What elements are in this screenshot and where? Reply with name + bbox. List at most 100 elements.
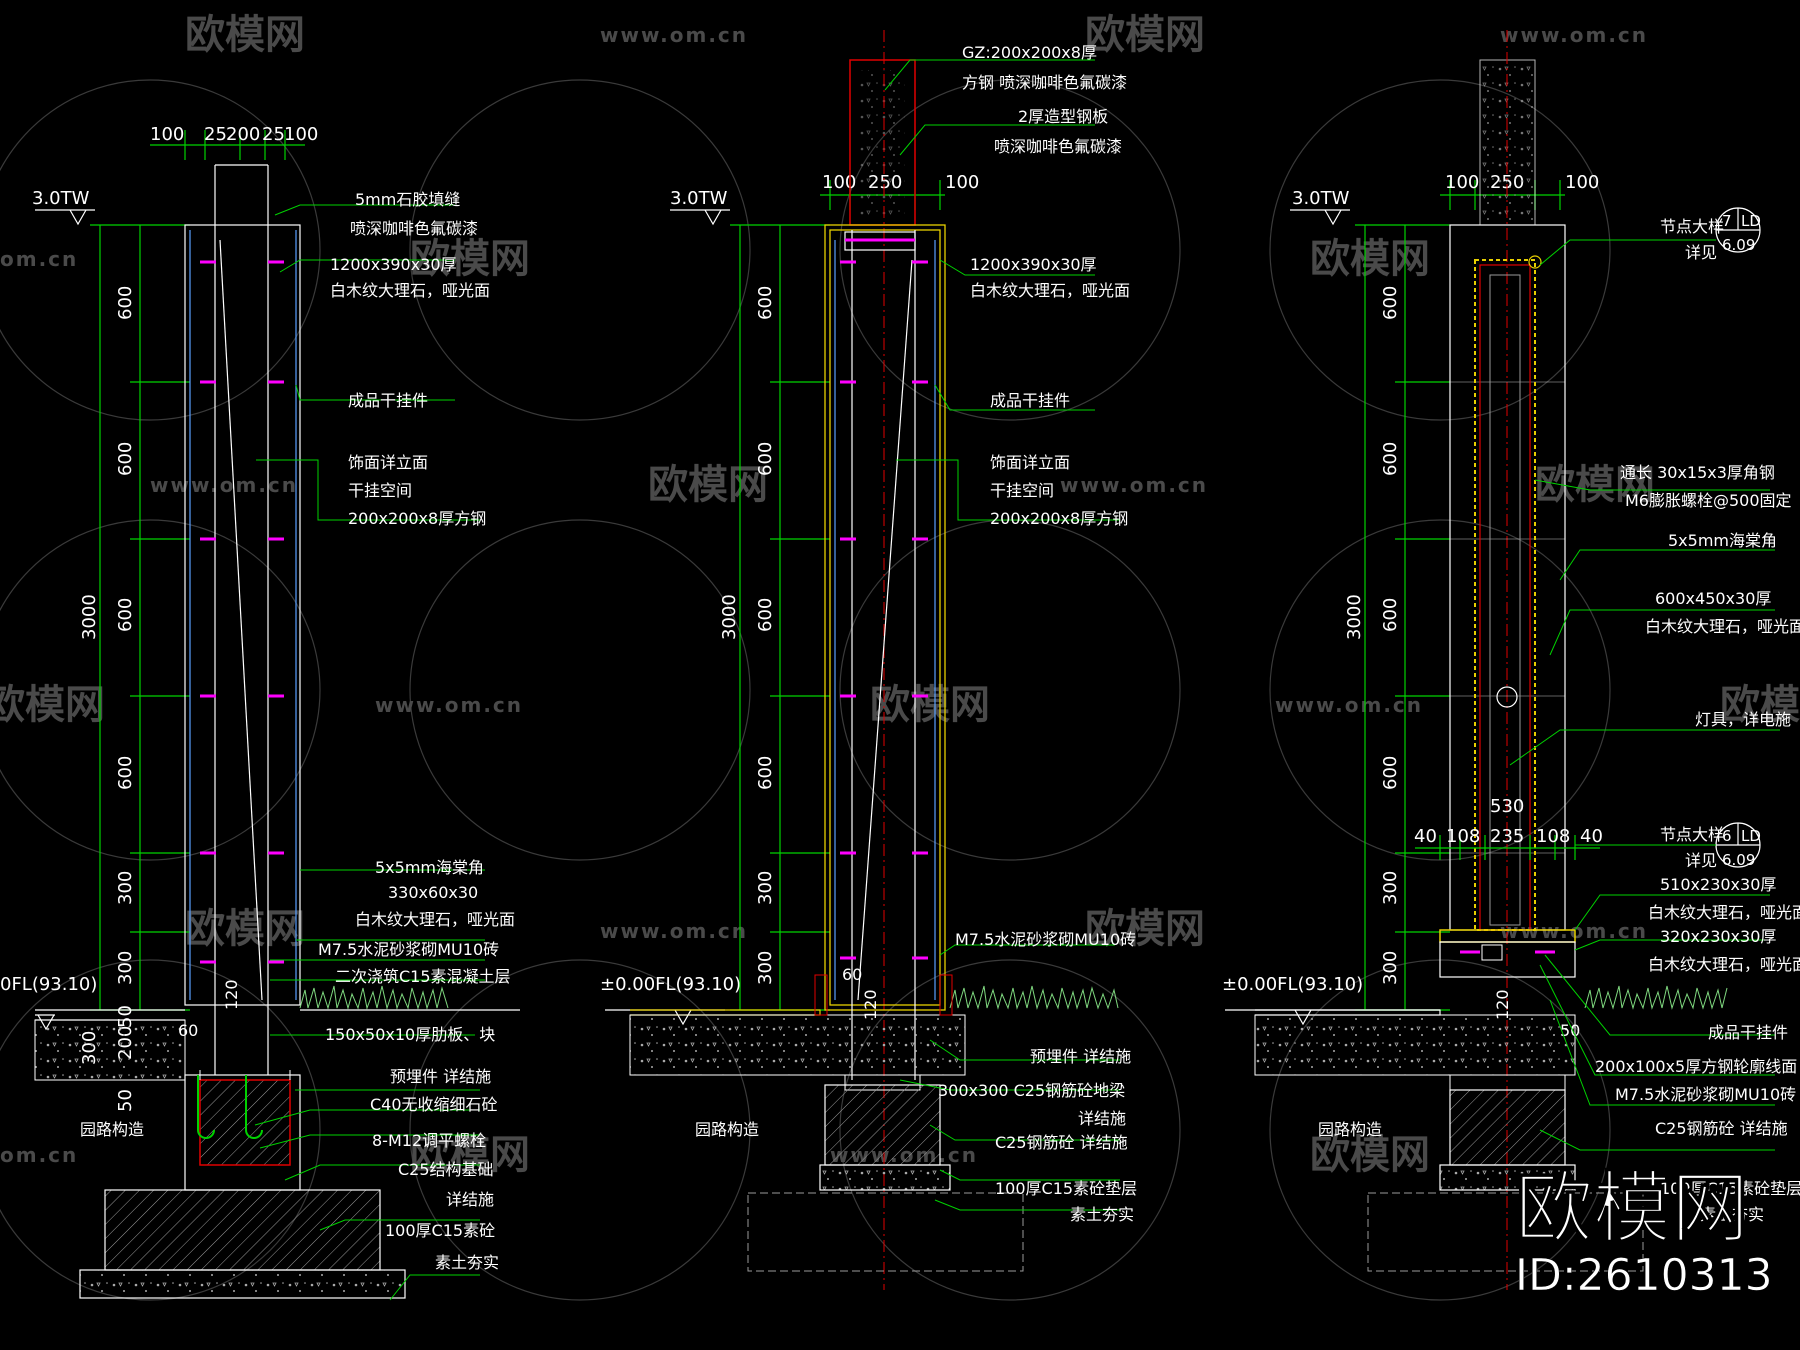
watermark-brand: 欧模网 (410, 1132, 530, 1178)
dim-40: 40 (1580, 826, 1603, 847)
label-cap1: 510x230x30厚 (1660, 875, 1776, 894)
label-rib: 150x50x10厚肋板、块 (325, 1025, 495, 1044)
top-level-label: 3.0TW (1292, 188, 1350, 209)
label-brick: M7.5水泥砂浆砌MU10砖 (955, 930, 1136, 949)
dim-total: 3000 (719, 594, 740, 640)
watermark-url: www.om.cn (1275, 693, 1423, 717)
label-soil: 素土夯实 (1700, 1205, 1764, 1224)
dim-120: 120 (222, 979, 241, 1010)
callout-6-num: 6 (1722, 827, 1732, 845)
dim-300: 300 (755, 871, 776, 905)
label-plate: 2厚造型钢板 (1018, 107, 1108, 126)
label-marble-finish: 白木纹大理石，哑光面 (970, 281, 1130, 300)
watermark-brand: 欧模网 (185, 12, 305, 58)
label-cap2: 320x230x30厚 (1660, 927, 1776, 946)
dim-120: 120 (1493, 989, 1512, 1020)
watermark-brand: 欧模网 (410, 236, 530, 282)
dim-50: 50 (1560, 1021, 1580, 1040)
watermark-url: om.cn (0, 247, 78, 271)
label-node7: 节点大样 (1660, 217, 1724, 236)
section-left: 3.0TW 0FL(93.10) 3000 600 600 600 600 30… (0, 124, 520, 1301)
dim-300: 300 (115, 871, 136, 905)
label-chamfer: 5x5mm海棠角 (1668, 531, 1777, 550)
watermark-brand: 欧模网 (1535, 462, 1655, 508)
watermark-url: www.om.cn (1060, 473, 1208, 497)
label-c25: C25钢筋砼 详结施 (995, 1133, 1128, 1152)
label-grout: C40无收缩细石砼 (370, 1095, 498, 1114)
label-node7-ref: 详见 (1685, 243, 1717, 262)
dim-300: 300 (1380, 871, 1401, 905)
dim-120: 120 (861, 989, 880, 1020)
label-beam-detail: 详结施 (1078, 1109, 1126, 1128)
dim-600: 600 (1380, 286, 1401, 320)
dim-235: 235 (1490, 826, 1524, 847)
callout-7-sheet: LD (1741, 212, 1761, 230)
dim-600: 600 (1380, 756, 1401, 790)
dim-300: 300 (755, 951, 776, 985)
ground-level-label: 0FL(93.10) (0, 974, 97, 995)
label-embed: 预埋件 详结施 (1030, 1047, 1131, 1066)
watermark-text-layer: 欧模网 欧模网 欧模网 欧模网 欧模网 欧模网 欧模网 欧模网 欧模网 欧模网 … (0, 12, 1800, 1178)
dim-total: 3000 (1344, 594, 1365, 640)
watermark-url: www.om.cn (150, 473, 298, 497)
label-cap-finish: 白木纹大理石，哑光面 (355, 910, 515, 929)
label-c25: C25钢筋砼 详结施 (1655, 1119, 1788, 1138)
label-detail: 详结施 (446, 1190, 494, 1209)
label-cap2-finish: 白木纹大理石，哑光面 (1648, 955, 1800, 974)
dim-top-100: 100 (150, 124, 184, 145)
dim-600: 600 (115, 756, 136, 790)
label-embed: 预埋件 详结施 (390, 1067, 491, 1086)
label-hanger: 成品干挂件 (990, 391, 1070, 410)
label-marble-finish: 白木纹大理石，哑光面 (330, 281, 490, 300)
dim-600: 600 (755, 286, 776, 320)
dim-top-100: 100 (1565, 172, 1599, 193)
dim-total-530: 530 (1490, 796, 1524, 817)
label-steel: 200x200x8厚方钢 (348, 509, 486, 528)
dim-108: 108 (1446, 826, 1480, 847)
label-marble: 1200x390x30厚 (330, 255, 457, 274)
label-dry-space: 干挂空间 (348, 481, 412, 500)
dim-600: 600 (115, 442, 136, 476)
callout-6-page: 6.09 (1722, 851, 1755, 869)
label-concrete: 二次浇筑C15素混凝土层 (335, 967, 511, 986)
dim-300: 300 (115, 951, 136, 985)
callout-7-page: 6.09 (1722, 236, 1755, 254)
label-gz: GZ:200x200x8厚 (962, 43, 1097, 62)
label-frame: 200x100x5厚方钢轮廓线面 (1595, 1057, 1797, 1076)
label-c15: 100厚C15素砼垫层 (995, 1179, 1137, 1198)
label-hanger: 成品干挂件 (348, 391, 428, 410)
dim-top-100: 100 (284, 124, 318, 145)
watermark-brand-large: 欧模网 (1515, 1164, 1749, 1254)
watermark-brand: 欧模网 (1085, 12, 1205, 58)
section-middle: 3.0TW ±0.00FL(93.10) 3000 600 600 600 60… (600, 30, 1137, 1290)
dim-600: 600 (755, 756, 776, 790)
top-level-label: 3.0TW (32, 188, 90, 209)
label-cap1-finish: 白木纹大理石，哑光面 (1648, 903, 1800, 922)
watermark-brand: 欧模网 (1310, 236, 1430, 282)
watermark-brand: 欧模网 (870, 682, 990, 728)
dim-top-25: 25 (262, 124, 285, 145)
watermark-url: www.om.cn (375, 693, 523, 717)
dim-108: 108 (1536, 826, 1570, 847)
callout-6-sheet: LD (1741, 827, 1761, 845)
dim-300: 300 (1380, 951, 1401, 985)
watermark-url: om.cn (0, 1143, 78, 1167)
ground-level-label: ±0.00FL(93.10) (1222, 974, 1363, 995)
label-marble: 1200x390x30厚 (970, 255, 1097, 274)
watermark-brand: 欧模网 (1310, 1132, 1430, 1178)
dim-600: 600 (115, 286, 136, 320)
label-brick: M7.5水泥砂浆砌MU10砖 (318, 940, 499, 959)
label-elevation: 饰面详立面 (990, 453, 1070, 472)
watermark-url: www.om.cn (600, 919, 748, 943)
top-level-label: 3.0TW (670, 188, 728, 209)
label-chamfer: 5x5mm海棠角 (375, 858, 484, 877)
dim-40: 40 (1414, 826, 1437, 847)
road-structure-label: 园路构造 (1318, 1120, 1382, 1139)
label-marble: 600x450x30厚 (1655, 589, 1771, 608)
label-brick: M7.5水泥砂浆砌MU10砖 (1615, 1085, 1796, 1104)
dim-600: 600 (115, 598, 136, 632)
label-node6: 节点大样 (1660, 825, 1724, 844)
label-soil: 素土夯实 (1070, 1205, 1134, 1224)
label-gz-coating: 方钢 喷深咖啡色氟碳漆 (962, 73, 1127, 92)
